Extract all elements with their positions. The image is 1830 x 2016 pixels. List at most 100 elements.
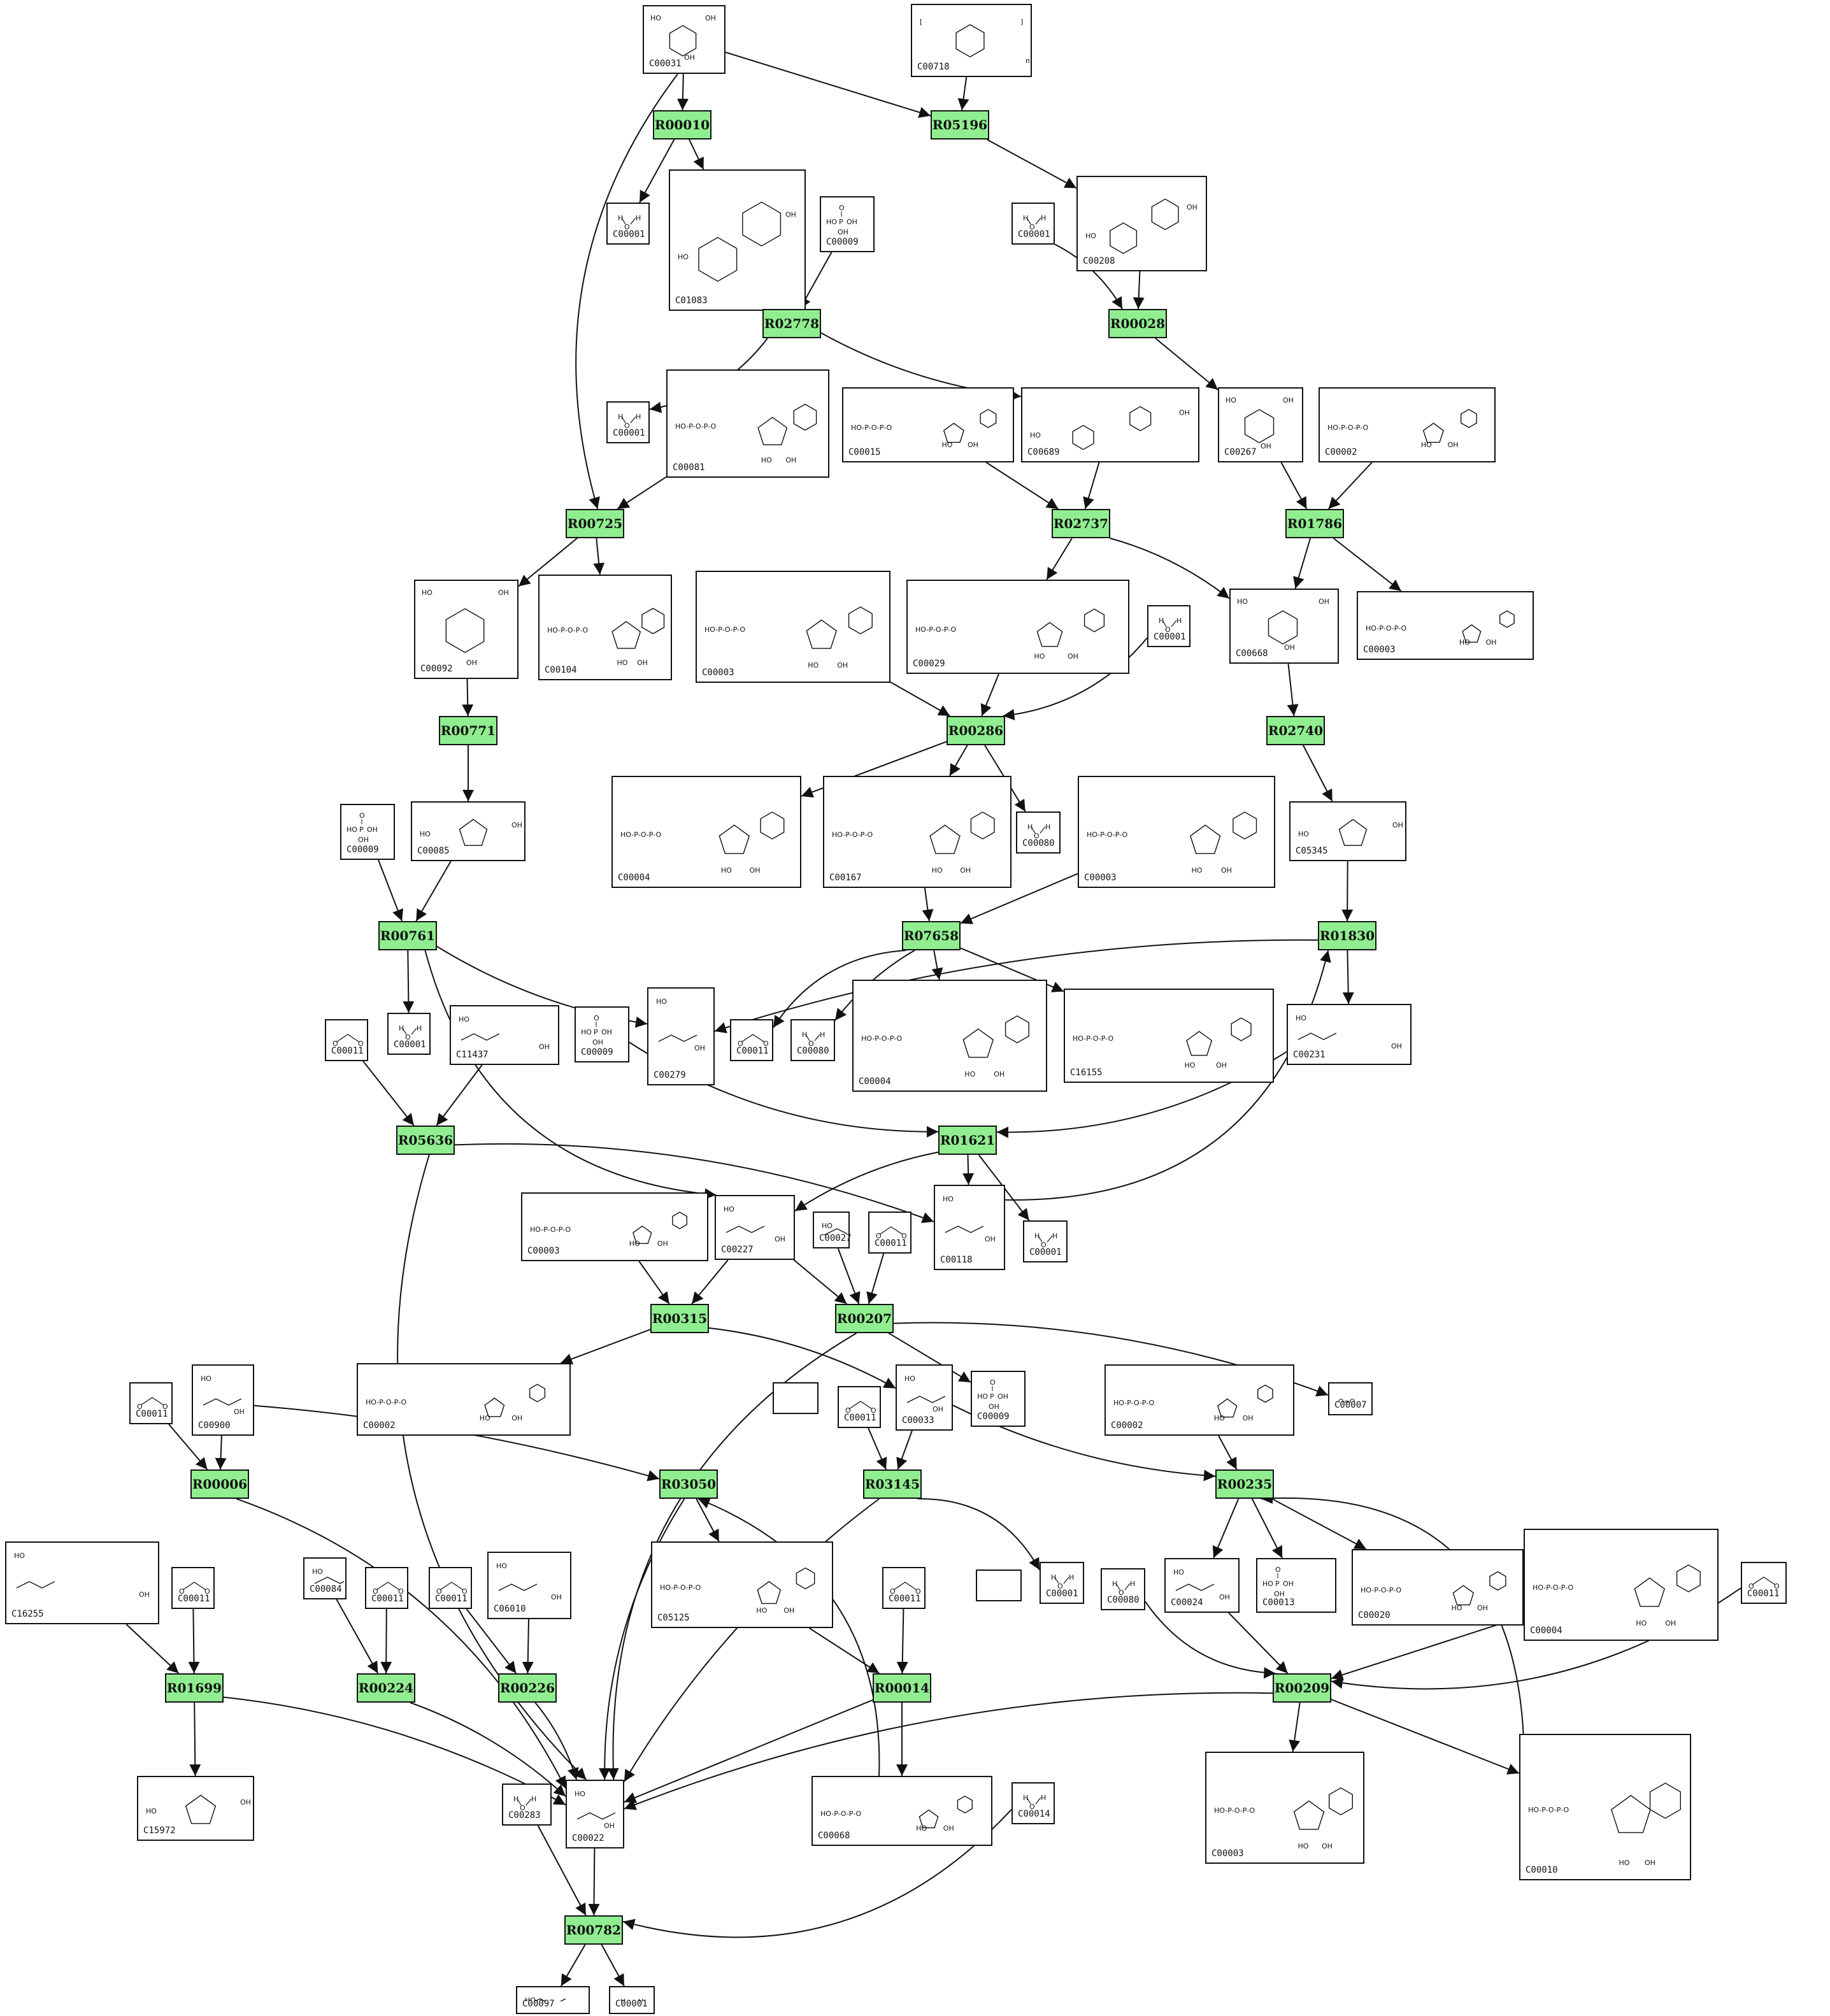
reaction-node[interactable]: R05636 bbox=[396, 1126, 455, 1155]
reaction-node[interactable]: R00286 bbox=[947, 716, 1005, 745]
empty-compound-node[interactable] bbox=[976, 1569, 1022, 1601]
reaction-node[interactable]: R00782 bbox=[564, 1915, 623, 1945]
reaction-node[interactable]: R00010 bbox=[653, 110, 711, 139]
reaction-node[interactable]: R03050 bbox=[659, 1469, 718, 1499]
reaction-node[interactable]: R00209 bbox=[1273, 1673, 1331, 1703]
compound-node[interactable]: HOOHC00084 bbox=[303, 1557, 347, 1599]
reaction-node[interactable]: R00771 bbox=[439, 716, 497, 745]
reaction-node[interactable]: R02740 bbox=[1266, 716, 1325, 745]
reaction-node[interactable]: R01621 bbox=[938, 1126, 997, 1155]
reaction-node[interactable]: R00014 bbox=[873, 1673, 931, 1703]
reaction-node[interactable]: R02737 bbox=[1052, 509, 1110, 538]
reaction-node[interactable]: R00224 bbox=[357, 1673, 415, 1703]
reaction-node[interactable]: R00226 bbox=[498, 1673, 557, 1703]
empty-compound-node[interactable] bbox=[773, 1382, 818, 1414]
reaction-node[interactable]: R00207 bbox=[835, 1304, 894, 1333]
reaction-node[interactable]: R00725 bbox=[566, 509, 624, 538]
reaction-node[interactable]: R07658 bbox=[902, 921, 961, 950]
reaction-node[interactable]: R00028 bbox=[1108, 309, 1167, 338]
reaction-node[interactable]: R01786 bbox=[1285, 509, 1344, 538]
reaction-node[interactable]: R00235 bbox=[1215, 1469, 1274, 1499]
reaction-node[interactable]: R05196 bbox=[931, 110, 989, 139]
reaction-node[interactable]: R00761 bbox=[378, 921, 437, 950]
reaction-node[interactable]: R01830 bbox=[1318, 921, 1376, 950]
reaction-node[interactable]: R00315 bbox=[650, 1304, 709, 1333]
reaction-node[interactable]: R00006 bbox=[190, 1469, 249, 1499]
compound-node[interactable]: HOOHC00097 bbox=[516, 1986, 590, 2014]
reaction-node[interactable]: R03145 bbox=[863, 1469, 922, 1499]
compound-node[interactable]: HOOHC00027 bbox=[813, 1212, 852, 1248]
reaction-node[interactable]: R02778 bbox=[762, 309, 821, 338]
reaction-node[interactable]: R01699 bbox=[165, 1673, 224, 1703]
